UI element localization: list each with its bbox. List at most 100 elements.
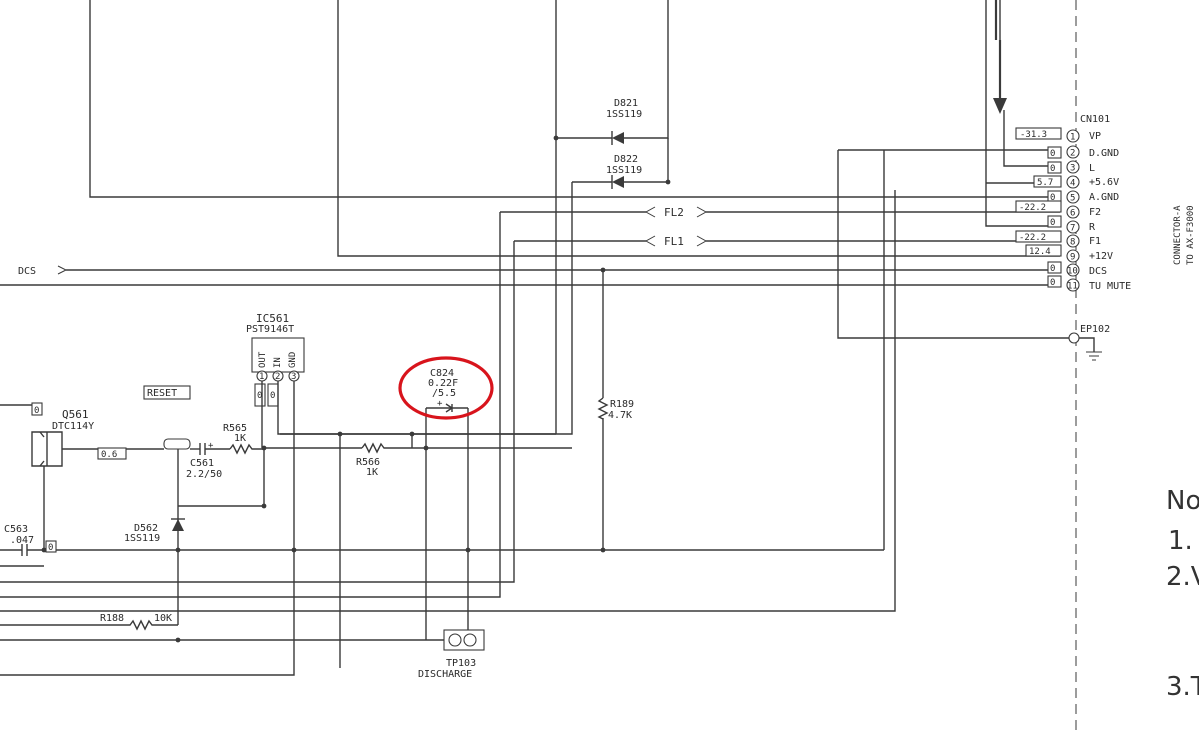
pin-6: -22.2 6 F2	[1015, 200, 1101, 219]
svg-text:Q561: Q561	[62, 408, 89, 421]
dcs-input: DCS	[18, 265, 1060, 277]
diode-d822: D822 1SS119	[572, 138, 669, 189]
c824-capacitor: C824 0.22F /5.5 +	[425, 368, 469, 640]
pin-1-value: -31.3	[1020, 130, 1047, 140]
svg-text:2: 2	[275, 372, 280, 382]
svg-text:IN: IN	[273, 357, 283, 368]
pin-2: 0 2 D.GND	[1047, 145, 1119, 159]
r566-resistor: R566 1K	[356, 442, 412, 478]
svg-text:0: 0	[270, 391, 275, 401]
pin-10: 0 10 DCS	[1047, 261, 1107, 277]
svg-text:-22.2: -22.2	[1019, 203, 1046, 213]
vertical-bus-lines	[0, 0, 1072, 612]
cn101-ref: CN101	[1080, 114, 1110, 125]
pin-9-name: +12V	[1089, 251, 1113, 262]
svg-text:0: 0	[257, 391, 262, 401]
dcs-label: DCS	[18, 266, 36, 277]
svg-text:+: +	[437, 399, 443, 409]
fl1-label: FL1	[664, 235, 684, 248]
svg-text:10K: 10K	[154, 613, 172, 624]
svg-text:R189: R189	[610, 399, 634, 410]
r189-resistor: R189 4.7K	[597, 397, 634, 421]
notes-item-2: 2.V	[1166, 562, 1199, 592]
reset-label: RESET	[143, 385, 191, 400]
svg-text:11: 11	[1067, 282, 1078, 292]
svg-text:0: 0	[1050, 149, 1055, 159]
svg-text:GND: GND	[288, 352, 298, 368]
svg-text:TP103: TP103	[446, 658, 476, 669]
svg-text:R565: R565	[223, 423, 247, 434]
svg-text:0.22F: 0.22F	[428, 378, 458, 389]
svg-text:0: 0	[1050, 278, 1055, 288]
d821-ref: D821	[614, 98, 638, 109]
pin-8: -22.2 8 F1	[1015, 230, 1101, 248]
svg-text:3: 3	[1070, 164, 1075, 174]
pin-3-name: L	[1089, 163, 1095, 174]
svg-text:2.2/50: 2.2/50	[186, 469, 222, 480]
pin-11-name: TU MUTE	[1089, 281, 1131, 292]
svg-text:7: 7	[1070, 224, 1075, 234]
c561-capacitor: + C561 2.2/50	[163, 438, 230, 521]
c563-capacitor: C563 .047 0	[0, 524, 884, 556]
svg-text:IC561: IC561	[256, 312, 289, 325]
svg-text:5: 5	[1070, 194, 1075, 204]
connector-side-label: CONNECTOR-A TO AX-F3000	[1173, 205, 1196, 265]
ep102-ground: EP102	[1068, 324, 1110, 361]
notes-heading: No	[1166, 486, 1199, 516]
svg-text:C563: C563	[4, 524, 28, 535]
fl2-label: FL2	[664, 206, 684, 219]
notes-item-1: 1.	[1168, 526, 1193, 556]
svg-text:2: 2	[1070, 149, 1075, 159]
notes-item-3: 3.T	[1166, 672, 1199, 702]
pin-6-name: F2	[1089, 207, 1101, 218]
svg-text:R566: R566	[356, 457, 380, 468]
svg-text:0: 0	[34, 406, 39, 416]
svg-text:/5.5: /5.5	[432, 388, 456, 399]
pin-5-name: A.GND	[1089, 192, 1119, 203]
svg-text:1K: 1K	[366, 467, 378, 478]
q561-transistor: Q561 DTC114Y 0 0.6	[0, 402, 164, 550]
svg-text:DTC114Y: DTC114Y	[52, 421, 94, 432]
svg-text:8: 8	[1070, 238, 1075, 248]
svg-text:1: 1	[259, 372, 264, 382]
svg-text:.047: .047	[10, 535, 34, 546]
pin-4-name: +5.6V	[1089, 177, 1119, 188]
svg-text:C824: C824	[430, 368, 454, 379]
diode-d821: D821 1SS119	[556, 0, 669, 145]
fl2-signal: FL2	[500, 206, 1060, 219]
svg-text:0: 0	[1050, 164, 1055, 174]
fl1-signal: FL1	[514, 235, 1060, 248]
pin-4: 5.7 4 +5.6V	[1033, 175, 1119, 189]
svg-text:D562: D562	[134, 523, 158, 534]
svg-text:1SS119: 1SS119	[124, 533, 160, 544]
d821-part: 1SS119	[606, 109, 642, 120]
svg-text:CONNECTOR-A: CONNECTOR-A	[1173, 205, 1183, 265]
svg-text:1: 1	[1070, 133, 1075, 143]
svg-text:RESET: RESET	[147, 388, 177, 399]
pin-2-name: D.GND	[1089, 148, 1119, 159]
svg-text:0: 0	[1050, 264, 1055, 274]
pin-7-name: R	[1089, 222, 1096, 233]
svg-text:9: 9	[1070, 253, 1075, 263]
pin-11: 0 11 TU MUTE	[1047, 275, 1131, 292]
svg-text:3: 3	[291, 372, 296, 382]
pin-7: 0 7 R	[1047, 215, 1096, 234]
svg-text:DISCHARGE: DISCHARGE	[418, 669, 472, 680]
c824-highlight-circle	[398, 356, 494, 420]
svg-text:C561: C561	[190, 458, 214, 469]
connector-cn101: CN101	[1075, 0, 1110, 732]
ic561: IC561 PST9146T OUT IN GND 1 2 3 0 0	[0, 312, 556, 676]
svg-text:6: 6	[1070, 209, 1075, 219]
svg-text:0: 0	[1050, 218, 1055, 228]
tp103-testpoint: TP103 DISCHARGE	[418, 629, 485, 680]
pin-5: 0 5 A.GND	[1047, 190, 1119, 204]
d562-diode: D562 1SS119	[124, 518, 185, 550]
pin-3: 0 3 L	[1047, 160, 1095, 174]
svg-text:10: 10	[1067, 267, 1078, 277]
r188-resistor: R188 10K	[0, 550, 426, 641]
pin-10-name: DCS	[1089, 266, 1107, 277]
pin-8-name: F1	[1089, 236, 1101, 247]
svg-text:TO AX-F3000: TO AX-F3000	[1186, 205, 1196, 265]
r565-resistor: R565 1K	[223, 423, 264, 455]
